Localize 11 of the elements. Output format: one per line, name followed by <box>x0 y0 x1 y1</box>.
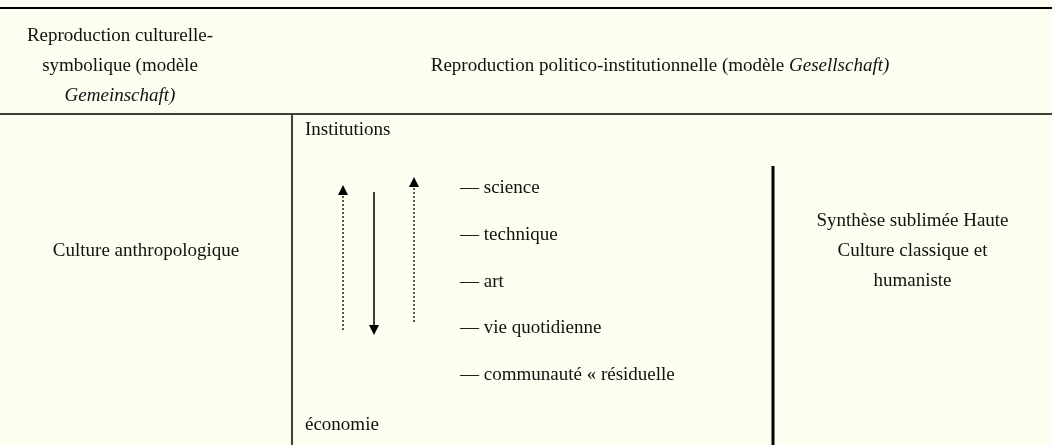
list-item: — vie quotidienne <box>460 315 602 339</box>
list-item: — science <box>460 175 540 199</box>
list-item: — communauté « résiduelle <box>460 362 675 386</box>
cell-text: Synthèse sublimée Haute Culture classique et humaniste <box>815 208 1010 292</box>
cell-text: économie <box>305 412 379 436</box>
cell-text: Culture anthropologique <box>51 238 241 262</box>
list-item: — art <box>460 269 504 293</box>
column-header: Reproduction culturelle-symbolique (modèle Gemeinschaft) <box>25 23 215 107</box>
cell-text: Institutions <box>305 117 391 141</box>
column-header: Reproduction politico-institutionnelle (modèle Gesellschaft) <box>429 53 891 77</box>
list-item: — technique <box>460 222 558 246</box>
